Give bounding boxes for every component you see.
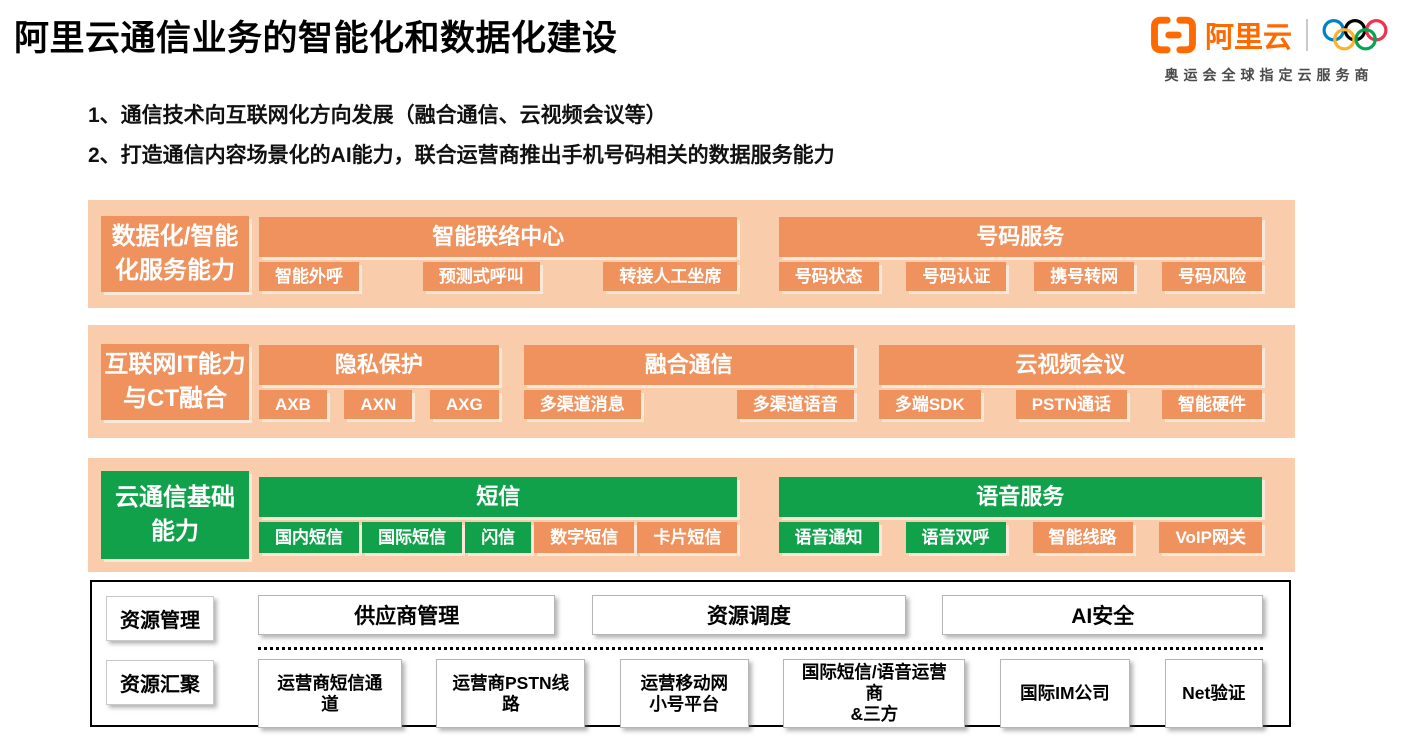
- band-label-line: 数据化/智能: [111, 223, 239, 251]
- alicloud-logo-icon: [1151, 16, 1196, 54]
- group-chips: 多端SDK PSTN通话 智能硬件: [878, 389, 1262, 419]
- capability-chip: AXN: [344, 389, 413, 419]
- brand-divider: [1306, 19, 1308, 51]
- capability-chip: 闪信: [465, 522, 532, 553]
- capability-group: 云视频会议多端SDK PSTN通话 智能硬件: [878, 344, 1262, 419]
- capability-chip: 号码风险: [1162, 262, 1262, 291]
- group-header: 隐私保护: [259, 344, 499, 385]
- band-groups: 隐私保护 AXB AXN AXG 融合通信多渠道消息 多渠道语音云视频会议多端SDK PST…: [259, 344, 1262, 419]
- management-row: 供应商管理资源调度 AI安全: [258, 595, 1263, 635]
- band-label-line: 能力: [151, 518, 199, 545]
- resource-box: 运营移动网 小号平台: [620, 659, 749, 728]
- resource-panel-right: 供应商管理资源调度 AI安全 运营商短信通道运营商PSTN线路运营移动网 小号平台…: [244, 582, 1289, 728]
- brand-area: 阿里云 奥运会全球指定云服务商: [1150, 14, 1388, 85]
- band-label: 数据化/智能化服务能力: [101, 216, 249, 292]
- band-label-line: 云通信基础: [115, 484, 235, 512]
- group-chips: 智能外呼 预测式呼叫 转接人工坐席: [259, 262, 738, 291]
- group-header: 短信: [259, 477, 738, 517]
- group-header: 号码服务: [778, 217, 1262, 257]
- capability-chip: 数字短信: [534, 522, 635, 553]
- capability-group: 语音服务语音通知语音双呼智能线路 VoIP网关: [778, 477, 1262, 553]
- resource-box: 运营商PSTN线路: [436, 659, 586, 728]
- resource-box: 国际IM公司: [1000, 659, 1130, 728]
- group-chips: 国内短信国际短信闪信数字短信卡片短信: [259, 522, 738, 553]
- capability-chip: 携号转网: [1034, 262, 1135, 291]
- management-box: 资源调度: [591, 595, 907, 635]
- capability-chip: AXG: [429, 389, 499, 419]
- brand-subtitle: 奥运会全球指定云服务商: [1164, 67, 1374, 83]
- group-chips: 号码状态号码认证携号转网号码风险: [778, 262, 1262, 291]
- resource-box: Net验证: [1164, 659, 1263, 728]
- band-label-line: 互联网IT能力: [104, 350, 246, 378]
- bullet-item: 2、打造通信内容场景化的AI能力，联合运营商推出手机号码相关的数据服务能力: [88, 144, 835, 167]
- capability-chip: 国内短信: [259, 522, 359, 553]
- resource-box: 运营商短信通道: [258, 659, 402, 728]
- capability-chip: 多端SDK: [878, 389, 981, 419]
- capability-chip: 国际短信: [362, 522, 463, 553]
- capability-group: 融合通信多渠道消息 多渠道语音: [523, 344, 854, 419]
- band-label: 互联网IT能力与CT融合: [101, 343, 249, 420]
- capability-chip: 卡片短信: [637, 522, 738, 553]
- olympic-rings-icon: [1322, 19, 1388, 51]
- brand-name: 阿里云: [1204, 22, 1292, 54]
- resource-row: 运营商短信通道运营商PSTN线路运营移动网 小号平台国际短信/语音运营商 &三方…: [258, 659, 1263, 728]
- capability-chip: 语音双呼: [905, 522, 1006, 553]
- capability-chip: 号码认证: [906, 262, 1007, 291]
- group-header: 语音服务: [778, 477, 1262, 517]
- resource-panel-left: 资源管理 资源汇聚: [92, 582, 244, 725]
- capability-band: 云通信基础能力短信国内短信国际短信闪信数字短信卡片短信语音服务语音通知语音双呼智…: [88, 458, 1295, 572]
- group-header: 智能联络中心: [259, 217, 738, 257]
- band-label-line: 与CT融合: [123, 384, 227, 412]
- capability-group: 智能联络中心智能外呼 预测式呼叫 转接人工坐席: [259, 217, 738, 291]
- capability-chip: 多渠道消息: [523, 389, 641, 419]
- resource-label: 资源管理: [106, 596, 214, 641]
- bullet-list: 1、通信技术向互联网化方向发展（融合通信、云视频会议等） 2、打造通信内容场景化…: [88, 96, 835, 176]
- page-title: 阿里云通信业务的智能化和数据化建设: [14, 19, 618, 58]
- capability-chip: 智能外呼: [259, 262, 359, 291]
- group-chips: AXB AXN AXG: [259, 389, 499, 419]
- management-box: 供应商管理: [258, 595, 556, 635]
- resource-box: 国际短信/语音运营商 &三方: [783, 659, 966, 728]
- group-header: 云视频会议: [878, 344, 1262, 385]
- capability-group: 号码服务号码状态号码认证携号转网号码风险: [778, 217, 1262, 291]
- resource-label: 资源汇聚: [106, 660, 214, 705]
- band-label-line: 化服务能力: [115, 257, 235, 284]
- capability-chip: 语音通知: [778, 522, 879, 553]
- capability-chip: PSTN通话: [1015, 389, 1128, 419]
- group-chips: 多渠道消息 多渠道语音: [523, 389, 854, 419]
- capability-chip: VoIP网关: [1159, 522, 1262, 553]
- capability-chip: 多渠道语音: [736, 389, 854, 419]
- group-header: 融合通信: [523, 344, 854, 385]
- capability-band: 数据化/智能化服务能力智能联络中心智能外呼 预测式呼叫 转接人工坐席 号码服务号码状态…: [88, 200, 1295, 308]
- brand-top: 阿里云: [1150, 14, 1388, 56]
- group-chips: 语音通知语音双呼智能线路 VoIP网关: [778, 522, 1262, 553]
- capability-chip: AXB: [259, 389, 327, 419]
- capability-chip: 智能线路: [1032, 522, 1133, 553]
- dotted-divider: [258, 647, 1263, 650]
- capability-group: 短信国内短信国际短信闪信数字短信卡片短信: [259, 477, 738, 553]
- management-box: AI安全: [942, 595, 1263, 635]
- resource-panel: 资源管理 资源汇聚 供应商管理资源调度 AI安全 运营商短信通道运营商PSTN线路…: [90, 580, 1291, 728]
- bullet-item: 1、通信技术向互联网化方向发展（融合通信、云视频会议等）: [88, 104, 667, 127]
- band-label: 云通信基础能力: [101, 471, 249, 559]
- capability-chip: 智能硬件: [1161, 389, 1262, 419]
- capability-group: 隐私保护 AXB AXN AXG: [259, 344, 499, 419]
- capability-chip: 号码状态: [778, 262, 879, 291]
- capability-chip: 转接人工坐席: [603, 262, 738, 291]
- band-groups: 智能联络中心智能外呼 预测式呼叫 转接人工坐席 号码服务号码状态号码认证携号转网号码风…: [259, 217, 1262, 291]
- capability-chip: 预测式呼叫: [422, 262, 540, 291]
